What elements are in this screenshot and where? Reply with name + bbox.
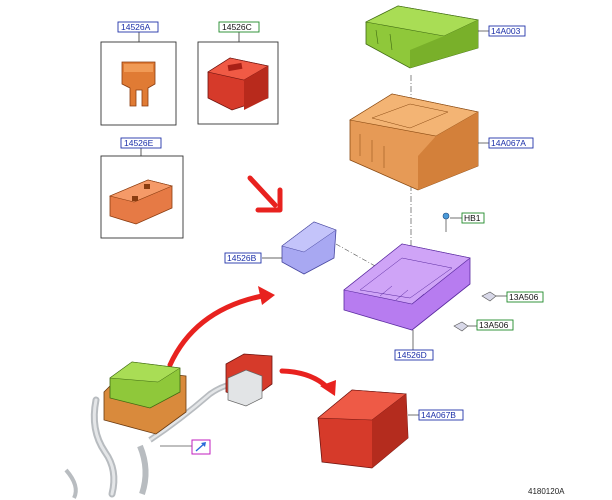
label-14526E: 14526E (124, 138, 154, 148)
label-14A067B: 14A067B (421, 410, 456, 420)
fuse-mini-panel: 14526A (100, 21, 177, 126)
label-13A506-lower: 13A506 (479, 320, 509, 330)
pointer-arrow-icon (195, 442, 206, 452)
cartridge-fuse-drawing (207, 57, 269, 111)
label-14A067A: 14A067A (491, 138, 526, 148)
pointer-callout (191, 439, 211, 455)
mounting-bracket-part (281, 221, 337, 275)
clip-upper-part (481, 291, 497, 302)
jcase-fuse-drawing (109, 179, 173, 225)
mini-fuse-drawing (121, 61, 156, 107)
label-14526D: 14526D (397, 350, 427, 360)
junction-box-part (349, 93, 479, 191)
label-14526B: 14526B (227, 253, 257, 263)
fuse-jcase-panel: 14526E (100, 137, 184, 239)
label-14526A: 14526A (121, 22, 151, 32)
installed-junction-box (103, 361, 187, 435)
red-curve-arrow-up (167, 286, 275, 368)
red-cover-part (317, 389, 409, 469)
red-arrow-to-bracket (247, 175, 283, 213)
fuse-cartridge-panel: 14526C (197, 21, 279, 125)
label-14A003: 14A003 (491, 26, 521, 36)
installed-fuse-module (225, 353, 273, 407)
label-13A506-upper: 13A506 (509, 292, 539, 302)
hb1-bolt-part (442, 212, 450, 232)
upper-cover-part (365, 5, 479, 69)
label-HB1: HB1 (464, 213, 481, 223)
clip-lower-part (453, 321, 469, 332)
drawing-number: 4180120A (528, 487, 565, 496)
red-curve-arrow-right (279, 368, 336, 396)
label-14526C: 14526C (222, 22, 252, 32)
tray-bracket-part (343, 243, 471, 331)
